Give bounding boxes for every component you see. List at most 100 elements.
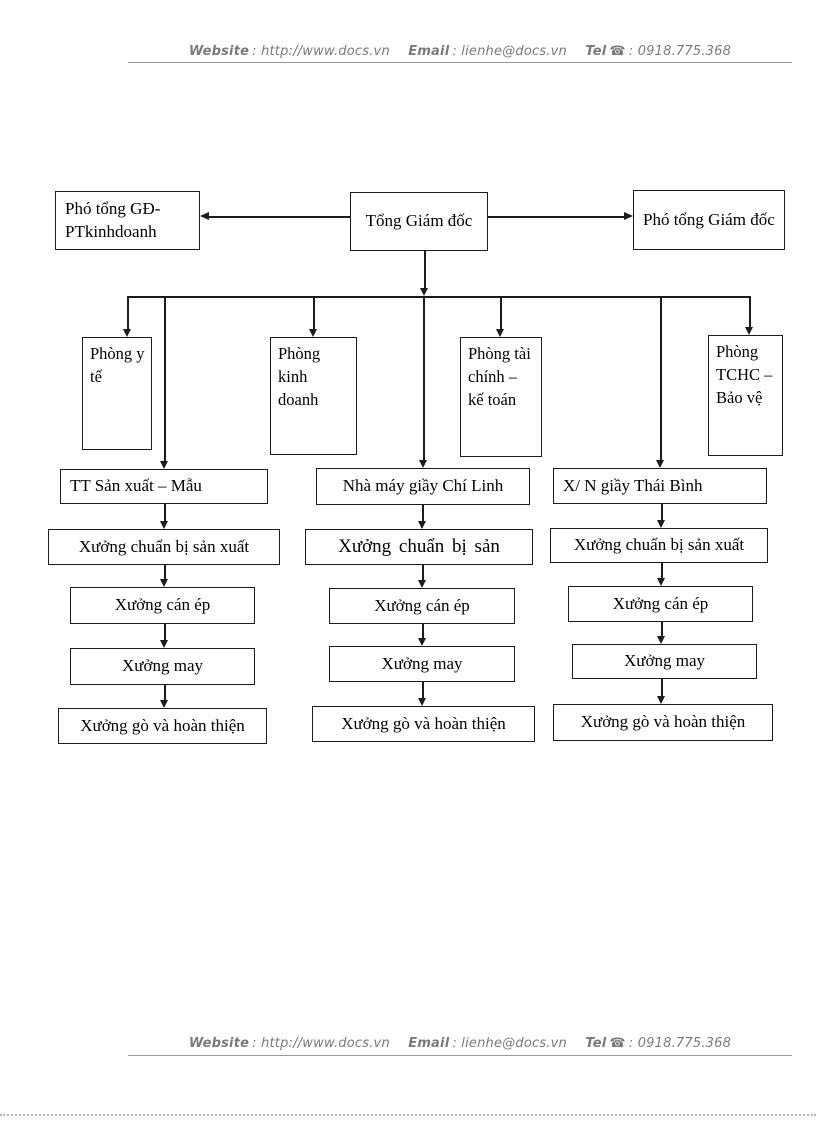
connector-line <box>422 505 424 521</box>
workshop-label: Xưởng chuẩn bị sản xuất <box>78 536 250 556</box>
arrow-down-icon <box>123 329 131 337</box>
connector-line <box>749 296 751 327</box>
header-rule <box>128 62 792 63</box>
workshop-label: Xưởng may <box>381 653 463 673</box>
connector-line <box>423 296 425 460</box>
connector-line <box>313 296 315 329</box>
workshop-label: Xưởng chuẩn bị sản <box>338 535 500 557</box>
org-box-workshop: Xưởng cán ép <box>329 588 515 624</box>
dept-label: Phòng TCHC – Bảo vệ <box>716 342 773 407</box>
connector-line <box>661 622 663 636</box>
connector-line <box>127 296 129 329</box>
arrow-down-icon <box>745 327 753 335</box>
org-box-workshop: Xưởng cán ép <box>568 586 753 622</box>
arrow-down-icon <box>160 640 168 648</box>
email-label: Email <box>408 44 450 59</box>
org-box-unit-thai-binh: X/ N giầy Thái Bình <box>553 468 767 504</box>
arrow-down-icon <box>418 638 426 646</box>
email-label: Email <box>408 1036 450 1051</box>
org-box-workshop: Xưởng may <box>329 646 515 682</box>
page-bottom-dotted-rule <box>0 1114 816 1116</box>
org-box-deputy-left: Phó tổng GĐ- PTkinhdoanh <box>55 191 200 250</box>
connector-line <box>661 563 663 578</box>
arrow-right-icon <box>624 212 633 220</box>
connector-line <box>500 296 502 329</box>
org-box-unit-tt-san-xuat: TT Sản xuất – Mẫu <box>60 469 268 504</box>
email-value: : lienhe@docs.vn <box>452 1036 567 1051</box>
arrow-down-icon <box>160 579 168 587</box>
org-box-deputy-right: Phó tổng Giám đốc <box>633 190 785 250</box>
website-label: Website <box>188 44 250 59</box>
org-box-ceo: Tổng Giám đốc <box>350 192 488 251</box>
page-header: Website: http://www.docs.vn Email: lienh… <box>128 44 792 59</box>
workshop-label: Xưởng cán ép <box>374 595 470 615</box>
connector-line <box>164 504 166 521</box>
arrow-down-icon <box>418 698 426 706</box>
connector-line <box>661 504 663 520</box>
tel-value: : 0918.775.368 <box>628 44 732 59</box>
org-box-workshop: Xưởng gò và hoàn thiện <box>312 706 535 742</box>
workshop-label: Xưởng may <box>624 651 705 671</box>
arrow-down-icon <box>418 521 426 529</box>
tel-label: Tel <box>585 44 607 59</box>
connector-line <box>164 624 166 640</box>
dept-label: Phòng y tế <box>90 344 145 386</box>
org-box-workshop: Xưởng may <box>70 648 255 685</box>
workshop-label: Xưởng chuẩn bị sản xuất <box>573 535 745 555</box>
arrow-down-icon <box>160 700 168 708</box>
workshop-label: Xưởng gò và hoàn thiện <box>80 715 245 735</box>
email-value: : lienhe@docs.vn <box>452 44 567 59</box>
org-box-workshop: Xưởng cán ép <box>70 587 255 624</box>
workshop-label: Xưởng may <box>122 656 203 676</box>
arrow-down-icon <box>420 288 428 296</box>
page-footer: Website: http://www.docs.vn Email: lienh… <box>128 1036 792 1051</box>
org-box-workshop: Xưởng chuẩn bị sản xuất <box>48 529 280 565</box>
connector-line <box>424 251 426 288</box>
connector-line <box>164 565 166 579</box>
arrow-down-icon <box>496 329 504 337</box>
unit-label: X/ N giầy Thái Bình <box>563 475 703 495</box>
dept-label: Phòng kinh doanh <box>278 344 321 409</box>
connector-line <box>422 565 424 580</box>
connector-line <box>422 624 424 638</box>
org-box-dept-tai-chinh: Phòng tài chính – kế toán <box>460 337 542 457</box>
arrow-down-icon <box>657 578 665 586</box>
website-label: Website <box>188 1036 250 1051</box>
arrow-down-icon <box>656 460 664 468</box>
arrow-down-icon <box>657 696 665 704</box>
org-box-workshop: Xưởng chuẩn bị sản <box>305 529 533 565</box>
arrow-down-icon <box>657 636 665 644</box>
org-box-unit-chi-linh: Nhà máy giầy Chí Linh <box>316 468 530 505</box>
website-value: : http://www.docs.vn <box>252 1036 390 1051</box>
workshop-label: Xưởng cán ép <box>114 595 211 615</box>
connector-line <box>164 685 166 700</box>
arrow-down-icon <box>418 580 426 588</box>
org-box-dept-y-te: Phòng y tế <box>82 337 152 450</box>
unit-label: Nhà máy giầy Chí Linh <box>342 476 504 496</box>
unit-label: TT Sản xuất – Mẫu <box>70 476 202 496</box>
arrow-down-icon <box>309 329 317 337</box>
arrow-down-icon <box>160 521 168 529</box>
org-box-dept-kinh-doanh: Phòng kinh doanh <box>270 337 357 455</box>
connector-line <box>422 682 424 698</box>
connector-line <box>209 216 350 218</box>
ceo-label: Tổng Giám đốc <box>365 211 473 231</box>
deputy-right-label: Phó tổng Giám đốc <box>643 209 775 229</box>
dept-label: Phòng tài chính – kế toán <box>468 344 531 409</box>
connector-line <box>127 296 751 298</box>
org-box-workshop: Xưởng may <box>572 644 757 679</box>
phone-icon: ☎ <box>609 1036 626 1051</box>
deputy-left-label: Phó tổng GĐ- PTkinhdoanh <box>65 199 161 241</box>
phone-icon: ☎ <box>609 44 626 59</box>
arrow-left-icon <box>200 212 209 220</box>
org-box-dept-tchc: Phòng TCHC – Bảo vệ <box>708 335 783 456</box>
workshop-label: Xưởng cán ép <box>612 593 709 613</box>
workshop-label: Xưởng gò và hoàn thiện <box>341 713 506 733</box>
tel-value: : 0918.775.368 <box>628 1036 732 1051</box>
arrow-down-icon <box>419 460 427 468</box>
connector-line <box>164 296 166 461</box>
org-box-workshop: Xưởng chuẩn bị sản xuất <box>550 528 768 563</box>
connector-line <box>488 216 624 218</box>
website-value: : http://www.docs.vn <box>252 44 390 59</box>
